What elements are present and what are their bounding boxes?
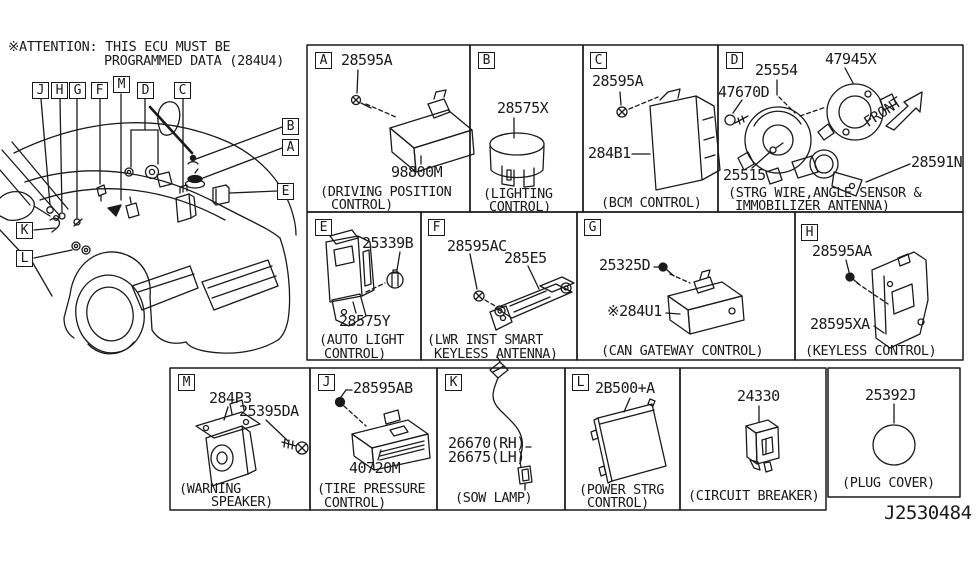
part-number: 28575Y [339,312,391,330]
callout-leader-lines [33,93,283,259]
cell-f-caption-line2: KEYLESS ANTENNA) [434,346,558,362]
cell-c-art [616,88,721,191]
part-number: 28595AB [353,379,413,397]
part-number: 28595A [592,72,644,90]
cell-a-caption-line1: (DRIVING POSITION [320,184,452,200]
car-callout-j: J [32,82,49,99]
attention-note-line2: PROGRAMMED DATA (284U4) [104,53,285,69]
cell-k-label: K [445,374,462,391]
part-number: 28595A [341,51,393,69]
cell-j-caption-line1: (TIRE PRESSURE [317,481,426,497]
cell-d-art [724,67,923,197]
car-callout-e: E [277,183,294,200]
part-number: 28595AA [812,242,872,260]
cell-k-caption: (SOW LAMP) [455,490,533,506]
part-number: 28575X [497,99,549,117]
part-number: 2B500+A [595,379,655,397]
cell-m-art [195,399,309,487]
cell-cb-art [745,405,780,473]
part-number: 47670D [718,83,770,101]
cell-l-caption-line1: (POWER STRG [579,482,665,498]
part-number: 25325D [599,256,651,274]
part-number: 26675(LH) [448,448,525,466]
cell-f-caption-line1: (LWR INST SMART [427,332,543,348]
car-callout-b: B [282,118,299,135]
cell-g-label: G [584,219,601,236]
car-callout-c: C [174,82,191,99]
cell-h-label: H [801,224,818,241]
cell-l-art [590,397,667,484]
cell-b-label: B [478,52,495,69]
cell-b-art [489,117,545,188]
car-callout-f: F [91,82,108,99]
car-callout-a: A [282,139,299,156]
cell-a-label: A [315,52,332,69]
cell-l-caption-line2: CONTROL) [587,495,649,511]
car-callout-g: G [69,82,86,99]
part-number: 28591N [911,153,963,171]
part-number: 28595XA [810,315,870,333]
cell-d-label: D [726,52,743,69]
part-number: 47945X [825,50,877,68]
car-callout-h: H [51,82,68,99]
part-number: 285E5 [504,249,547,267]
car-callout-l: L [16,250,33,267]
cell-m-label: M [178,374,195,391]
cell-d-caption-line1: (STRG WIRE,ANGLE SENSOR & [728,185,922,201]
cell-j-art [334,389,431,471]
cell-f-label: F [428,219,445,236]
cell-h-art [845,251,929,349]
part-number: 25395DA [239,402,299,420]
car-component-glyphs [46,154,230,255]
cell-e-caption-line2: CONTROL) [324,346,386,362]
plug-cover-caption: (PLUG COVER) [842,475,935,491]
part-number: 24330 [737,387,780,405]
cell-e-art [325,229,404,327]
part-number: 25515 [723,166,766,184]
cell-e-caption-line1: (AUTO LIGHT [319,332,405,348]
cell-f-art [469,253,575,331]
cell-h-caption: (KEYLESS CONTROL) [805,343,937,359]
cell-m-caption-line2: SPEAKER) [211,494,273,510]
part-number: 40720M [349,459,401,477]
cell-g-caption: (CAN GATEWAY CONTROL) [601,343,764,359]
cell-l-label: L [572,374,589,391]
cell-k-art [489,355,533,491]
cell-c-label: C [590,52,607,69]
car-callout-m: M [113,76,130,93]
part-number: 98800M [391,163,443,181]
cell-a-caption-line2: CONTROL) [331,197,393,213]
grid-borders [169,44,964,511]
attention-note-line1: ※ATTENTION: THIS ECU MUST BE [8,39,231,55]
car-callout-k: K [16,222,33,239]
cell-e-label: E [315,219,332,236]
cell-j-caption-line2: CONTROL) [324,495,386,511]
part-number: 26670(RH) [448,434,525,452]
cell-g-art [653,262,745,335]
cell-m-caption-line1: (WARNING [179,481,241,497]
part-number: 25554 [755,61,798,79]
part-number: 284B1 [588,144,631,162]
cell-c-caption: (BCM CONTROL) [601,195,702,211]
cell-j-label: J [318,374,335,391]
cell-d-caption-line2: IMMOBILIZER ANTENNA) [735,198,890,214]
cell-plug-art [872,403,916,466]
part-number: 25339B [362,234,414,252]
car-callout-d: D [137,82,154,99]
circuit-breaker-caption: (CIRCUIT BREAKER) [688,488,820,504]
part-number: ※284U1 [607,302,662,320]
part-number: 28595AC [447,237,507,255]
cell-b-caption-line2: CONTROL) [489,199,551,215]
drawing-number: J2530484 [884,502,972,524]
cell-b-caption-line1: (LIGHTING [483,186,553,202]
cell-a-art [350,69,475,173]
part-number: 25392J [865,386,917,404]
part-number: 284P3 [209,389,252,407]
